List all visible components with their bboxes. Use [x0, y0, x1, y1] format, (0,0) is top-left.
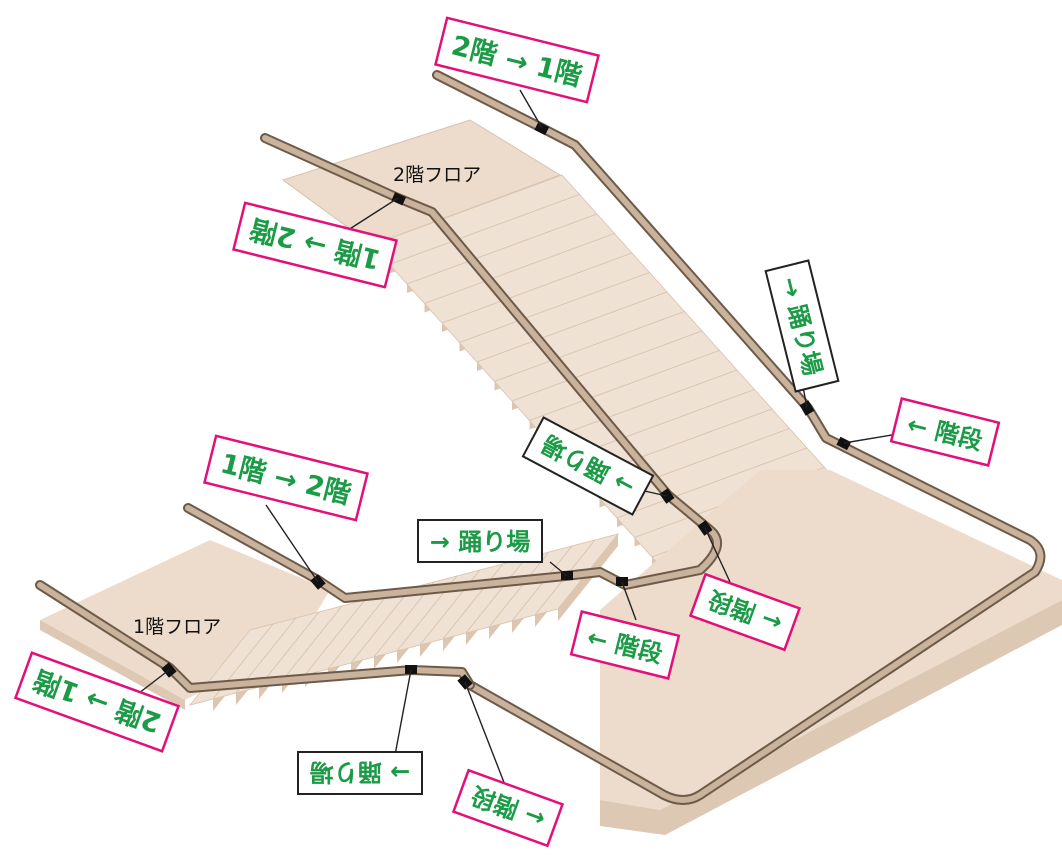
sign-center-landing: → 踊り場 — [417, 519, 543, 563]
rail-band — [616, 577, 628, 586]
rail-band — [405, 665, 417, 674]
sign-bottom-stairs: ← 階段 — [451, 768, 565, 848]
svg-text:→ 踊り場: → 踊り場 — [310, 758, 410, 786]
floor-2f — [281, 119, 562, 246]
sign-left-1f-to-2f: 1階 → 2階 — [202, 434, 370, 522]
sign-middle-stairs: ← 階段 — [688, 572, 802, 652]
sign-right-stairs: ← 階段 — [889, 397, 1001, 467]
floor-2f-label: 2階フロア — [393, 164, 481, 186]
svg-text:→ 踊り場: → 踊り場 — [430, 528, 530, 556]
sign-center-stairs: ← 階段 — [569, 610, 681, 680]
rail-band — [836, 436, 852, 451]
sign-bottom-landing: → 踊り場 — [297, 751, 423, 795]
floor-1f-label: 1階フロア — [133, 616, 221, 638]
rail-band — [534, 121, 550, 136]
leader-lines — [129, 89, 911, 786]
rail-band — [391, 192, 407, 206]
